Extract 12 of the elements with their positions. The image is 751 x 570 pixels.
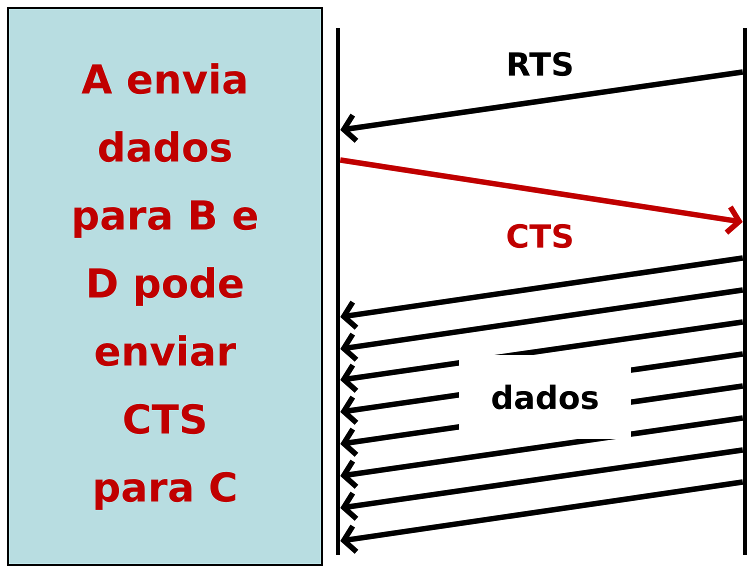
edge-label: CTS [502, 220, 578, 252]
text-panel: A envia dados para B e D pode enviar CTS para C [7, 7, 323, 566]
arrow [340, 69, 744, 143]
arrow [340, 479, 744, 554]
arrow [340, 157, 743, 235]
arrow [340, 319, 744, 393]
edge-label: dados [459, 355, 631, 439]
arrow [340, 447, 744, 521]
arrow [340, 415, 744, 489]
arrow [340, 287, 744, 362]
arrow [340, 255, 744, 330]
edge-label: RTS [502, 48, 578, 80]
